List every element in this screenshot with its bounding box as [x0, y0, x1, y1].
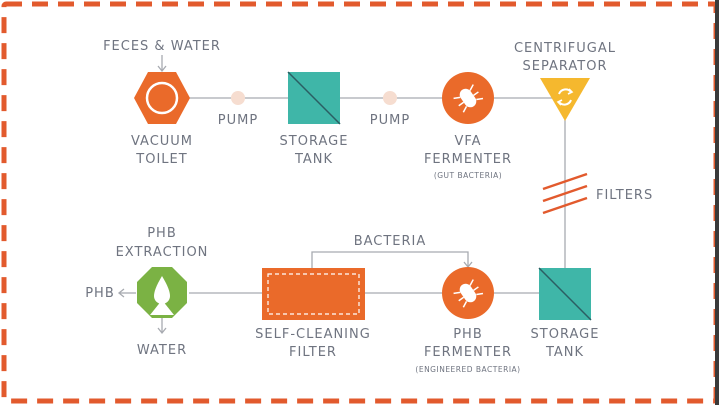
bacteria-label: BACTERIA: [354, 234, 427, 249]
phb-out-arrow-head: [117, 288, 125, 298]
vacuum-toilet-icon: [134, 72, 190, 124]
bacteria-loop: [311, 251, 469, 268]
phb-fermenter-label-1: PHB: [453, 327, 483, 342]
vfa-fermenter-sublabel: (GUT BACTERIA): [434, 171, 502, 180]
pump-icon-2: [383, 91, 397, 105]
vfa-fermenter-label-1: VFA: [454, 134, 481, 149]
filters-label: FILTERS: [596, 188, 653, 203]
storage-tank-top-label-1: STORAGE: [280, 134, 349, 149]
feces-arrow-head: [157, 65, 167, 73]
centrifugal-separator-label-1: CENTRIFUGAL: [514, 41, 616, 56]
water-arrow-head: [157, 327, 167, 335]
storage-tank-bottom-label-1: STORAGE: [531, 327, 600, 342]
pump-label-2: PUMP: [370, 113, 410, 128]
phb-output-label: PHB: [85, 286, 115, 301]
vacuum-toilet-label-1: VACUUM: [131, 134, 193, 149]
centrifugal-separator-label-2: SEPARATOR: [523, 59, 608, 74]
phb-extraction-icon: [137, 267, 187, 318]
centrifugal-separator-icon: [540, 78, 590, 121]
storage-tank-bottom-label-2: TANK: [545, 345, 584, 360]
self-cleaning-filter-label-2: FILTER: [289, 345, 337, 360]
pump-icon-1: [231, 91, 245, 105]
phb-fermenter-icon: [442, 267, 494, 319]
pump-label-1: PUMP: [218, 113, 258, 128]
phb-fermenter-label-2: FERMENTER: [424, 345, 512, 360]
storage-tank-bottom-icon: [538, 267, 592, 321]
self-cleaning-filter-label-1: SELF-CLEANING: [255, 327, 371, 342]
storage-tank-top-label-2: TANK: [294, 152, 333, 167]
phb-extraction-label-2: EXTRACTION: [116, 245, 209, 260]
water-label: WATER: [137, 343, 187, 358]
filters-icon: [542, 172, 588, 215]
vacuum-toilet-label-2: TOILET: [135, 152, 187, 167]
feces-water-label: FECES & WATER: [103, 39, 221, 54]
self-cleaning-filter-icon: [262, 268, 365, 320]
phb-extraction-label-1: PHB: [147, 226, 177, 241]
vfa-fermenter-icon: [442, 72, 494, 124]
phb-fermenter-sublabel: (ENGINEERED BACTERIA): [415, 365, 520, 374]
vfa-fermenter-label-2: FERMENTER: [424, 152, 512, 167]
storage-tank-top-icon: [287, 71, 341, 125]
